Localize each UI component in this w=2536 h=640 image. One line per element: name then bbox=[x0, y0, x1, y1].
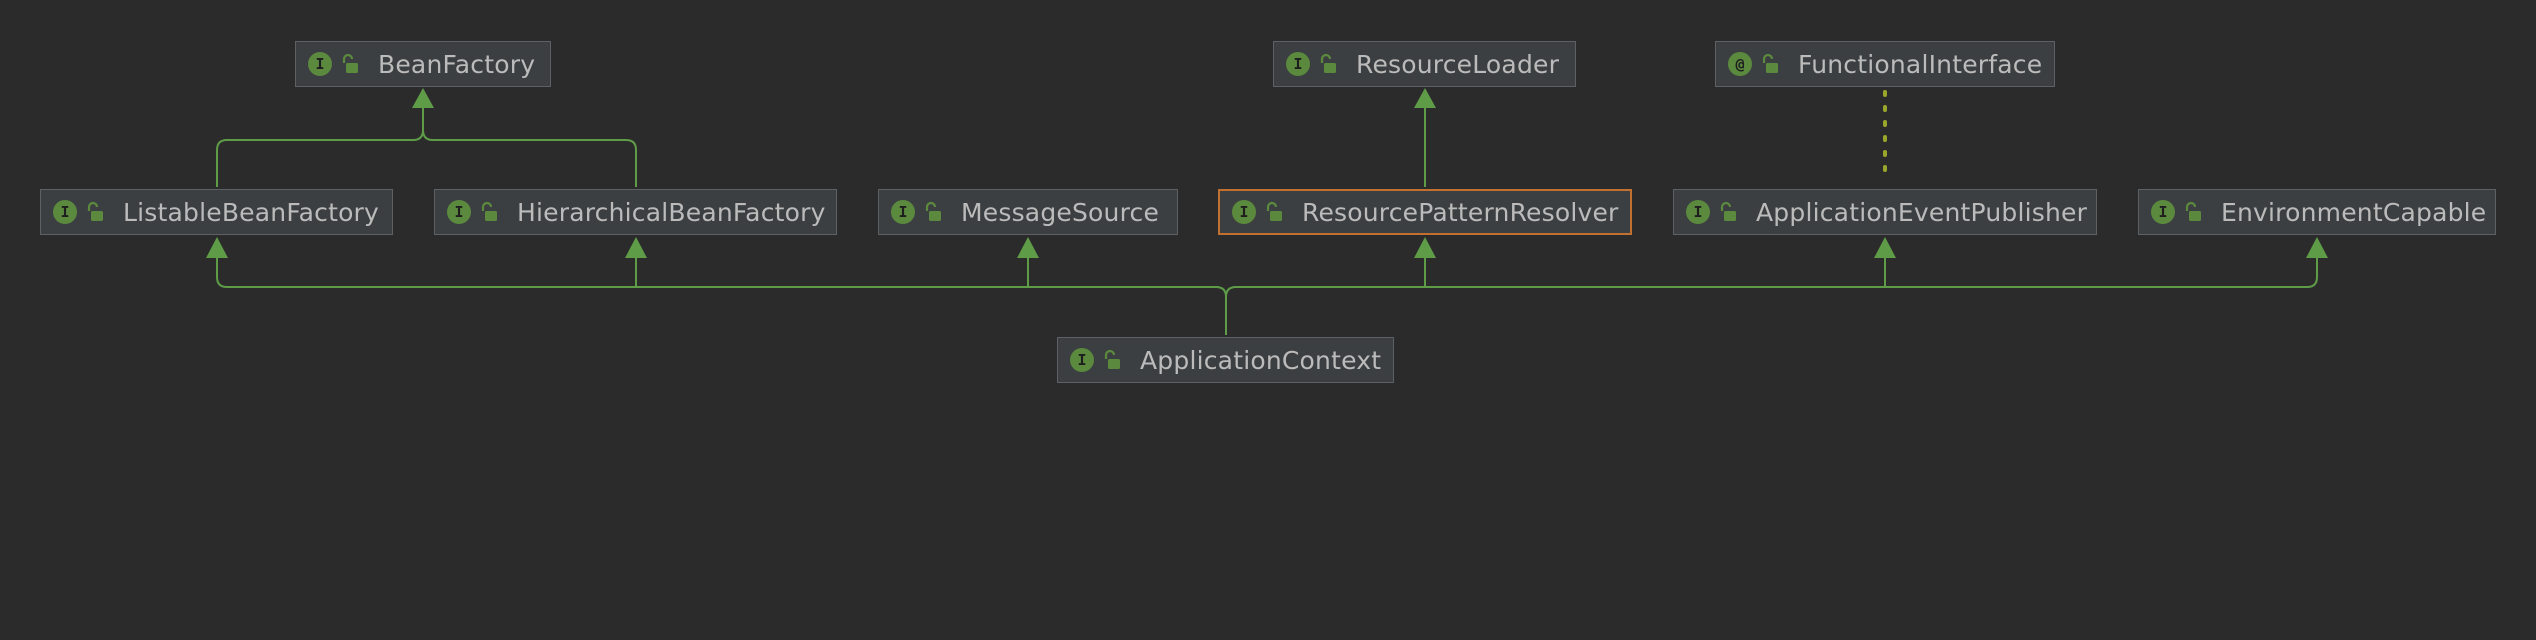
node-label: ApplicationContext bbox=[1140, 345, 1382, 375]
unlock-icon bbox=[1266, 201, 1282, 221]
node-label: FunctionalInterface bbox=[1798, 49, 2043, 79]
node-functional-interface[interactable]: @ FunctionalInterface bbox=[1715, 41, 2055, 87]
inheritance-arrowhead bbox=[1874, 237, 1896, 258]
inheritance-arrowhead bbox=[625, 237, 647, 258]
unlock-icon bbox=[1720, 201, 1736, 221]
interface-icon: I bbox=[2151, 200, 2175, 224]
node-label: MessageSource bbox=[961, 197, 1160, 227]
unlock-icon bbox=[1762, 53, 1778, 73]
annotation-icon: @ bbox=[1728, 52, 1752, 76]
node-hierarchical-bean-factory[interactable]: I HierarchicalBeanFactory bbox=[434, 189, 837, 235]
edge-resourcepatternresolver-to-resourceloader bbox=[1414, 88, 1436, 187]
interface-icon: I bbox=[1286, 52, 1310, 76]
node-listable-bean-factory[interactable]: I ListableBeanFactory bbox=[40, 189, 393, 235]
inheritance-arrowhead bbox=[1414, 88, 1436, 108]
node-application-context[interactable]: I ApplicationContext bbox=[1057, 337, 1394, 383]
interface-icon: I bbox=[447, 200, 471, 224]
unlock-icon bbox=[342, 53, 358, 73]
interface-icon: I bbox=[1686, 200, 1710, 224]
interface-icon: I bbox=[891, 200, 915, 224]
node-label: EnvironmentCapable bbox=[2221, 197, 2487, 227]
node-label: ListableBeanFactory bbox=[123, 197, 380, 227]
unlock-icon bbox=[1104, 349, 1120, 369]
unlock-icon bbox=[87, 201, 103, 221]
edge-applicationcontext-to-parents bbox=[206, 237, 2328, 335]
interface-icon: I bbox=[53, 200, 77, 224]
interface-icon: I bbox=[308, 52, 332, 76]
inheritance-arrowhead bbox=[2306, 237, 2328, 258]
node-message-source[interactable]: I MessageSource bbox=[878, 189, 1178, 235]
node-bean-factory[interactable]: I BeanFactory bbox=[295, 41, 551, 87]
interface-icon: I bbox=[1232, 200, 1256, 224]
edge-listable-to-beanfactory bbox=[216, 88, 434, 187]
inheritance-arrowhead bbox=[1017, 237, 1039, 258]
inheritance-arrowhead bbox=[1414, 237, 1436, 258]
node-label: ResourceLoader bbox=[1356, 49, 1560, 79]
node-application-event-publisher[interactable]: I ApplicationEventPublisher bbox=[1673, 189, 2097, 235]
node-environment-capable[interactable]: I EnvironmentCapable bbox=[2138, 189, 2496, 235]
inheritance-arrowhead bbox=[412, 88, 434, 108]
edge-hierarchical-to-beanfactory bbox=[422, 129, 637, 187]
node-label: HierarchicalBeanFactory bbox=[517, 197, 826, 227]
unlock-icon bbox=[1320, 53, 1336, 73]
node-resource-pattern-resolver[interactable]: I ResourcePatternResolver bbox=[1218, 189, 1632, 235]
node-label: BeanFactory bbox=[378, 49, 536, 79]
node-label: ApplicationEventPublisher bbox=[1756, 197, 2088, 227]
interface-icon: I bbox=[1070, 348, 1094, 372]
node-label: ResourcePatternResolver bbox=[1302, 197, 1619, 227]
inheritance-arrowhead bbox=[206, 237, 228, 258]
unlock-icon bbox=[2185, 201, 2201, 221]
node-resource-loader[interactable]: I ResourceLoader bbox=[1273, 41, 1576, 87]
unlock-icon bbox=[481, 201, 497, 221]
unlock-icon bbox=[925, 201, 941, 221]
